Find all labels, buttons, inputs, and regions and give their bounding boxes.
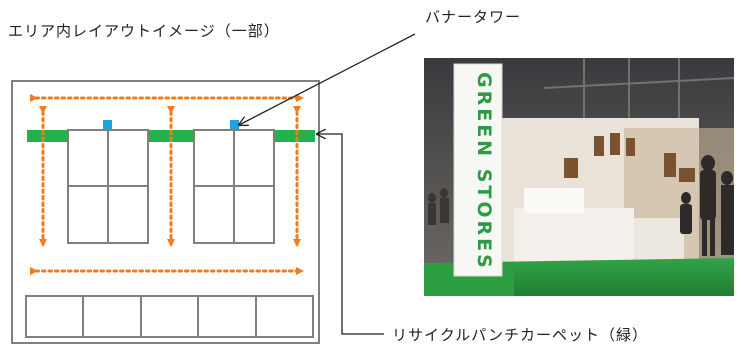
banner-tower-pointer <box>239 33 416 125</box>
booth-block-right <box>193 129 275 244</box>
recycled-carpet-label: リサイクルパンチカーペット（緑） <box>392 326 649 344</box>
banner-tower-text: GREEN STORES <box>473 72 495 271</box>
area-layout-caption: エリア内レイアウトイメージ（一部） <box>8 22 280 40</box>
booth-block-left <box>67 129 149 244</box>
booth-photo: GREEN STORES <box>424 58 734 296</box>
area-boundary <box>11 80 320 344</box>
aisle-flow-arrows <box>30 94 304 275</box>
booth-row-bottom <box>25 295 314 338</box>
banner-tower-label: バナータワー <box>425 8 522 26</box>
banner-tower-markers <box>103 120 239 129</box>
carpet-pointer <box>317 134 384 335</box>
